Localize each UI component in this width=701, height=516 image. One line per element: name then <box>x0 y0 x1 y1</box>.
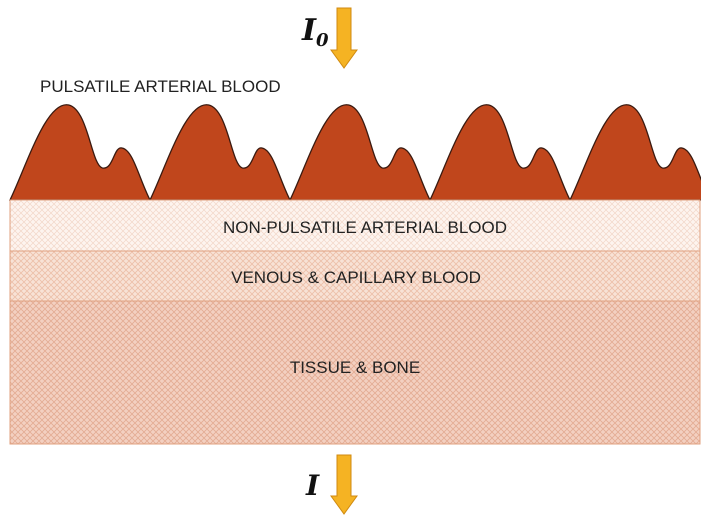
tissue-bone-label: TISSUE & BONE <box>290 358 420 377</box>
transmitted-intensity-label: I <box>305 469 320 502</box>
pulsatile-arterial-blood-label: PULSATILE ARTERIAL BLOOD <box>40 77 281 96</box>
venous-capillary-layer: VENOUS & CAPILLARY BLOOD <box>10 251 700 301</box>
incident-light-arrow <box>331 8 357 68</box>
tissue-bone-layer: TISSUE & BONE <box>10 301 700 444</box>
incident-intensity-label: I0 <box>301 13 329 51</box>
non-pulsatile-layer: NON-PULSATILE ARTERIAL BLOOD <box>10 200 700 251</box>
non-pulsatile-arterial-blood-label: NON-PULSATILE ARTERIAL BLOOD <box>223 218 507 237</box>
pulsatile-waveform <box>10 105 701 200</box>
venous-capillary-blood-label: VENOUS & CAPILLARY BLOOD <box>231 268 481 287</box>
transmitted-light-arrow <box>331 455 357 514</box>
